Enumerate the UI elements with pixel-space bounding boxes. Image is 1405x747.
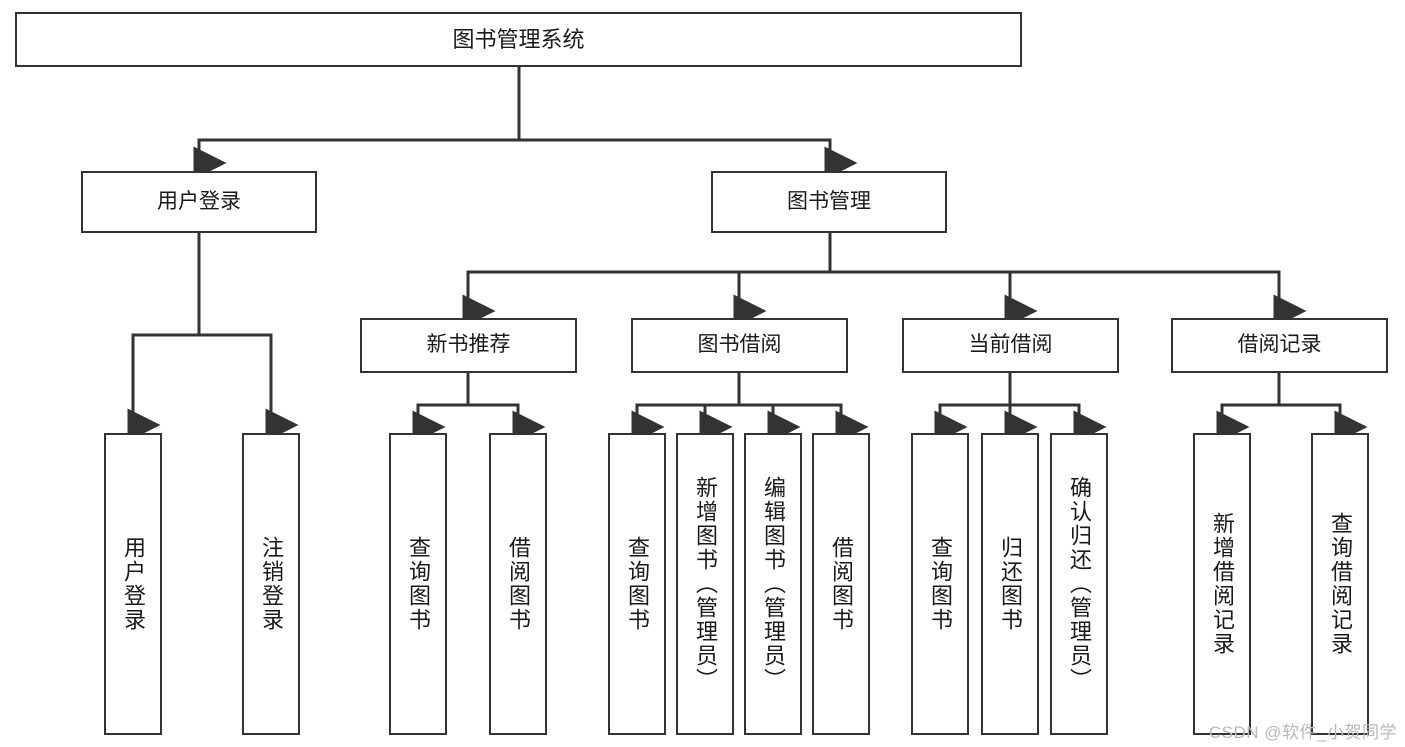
node-label: 新增图书（管理员） [692, 476, 718, 692]
leaf-confirm-return-admin[interactable]: 确认归还（管理员） [1050, 433, 1108, 735]
node-label: 查询借阅记录 [1327, 512, 1353, 656]
node-user-login[interactable]: 用户登录 [81, 171, 317, 233]
node-label: 新书推荐 [426, 333, 511, 357]
node-label: 查询图书 [927, 536, 953, 632]
node-label: 归还图书 [997, 536, 1023, 632]
leaf-add-book-admin[interactable]: 新增图书（管理员） [676, 433, 734, 735]
node-label: 图书管理 [787, 189, 871, 213]
node-label: 借阅图书 [828, 536, 854, 632]
leaf-borrow-book-1[interactable]: 借阅图书 [489, 433, 547, 735]
node-label: 查询图书 [624, 536, 650, 632]
node-borrow-record[interactable]: 借阅记录 [1171, 318, 1388, 373]
node-label: 图书借阅 [697, 333, 782, 357]
node-book-borrow[interactable]: 图书借阅 [631, 318, 848, 373]
leaf-user-login[interactable]: 用户登录 [104, 433, 162, 735]
node-label: 查询图书 [405, 536, 431, 632]
leaf-add-borrow-record[interactable]: 新增借阅记录 [1193, 433, 1251, 735]
leaf-query-book-3[interactable]: 查询图书 [911, 433, 969, 735]
leaf-edit-book-admin[interactable]: 编辑图书（管理员） [744, 433, 802, 735]
node-label: 用户登录 [157, 189, 241, 213]
leaf-query-book-2[interactable]: 查询图书 [608, 433, 666, 735]
node-label: 注销登录 [258, 536, 284, 632]
node-new-book-recommend[interactable]: 新书推荐 [360, 318, 577, 373]
node-label: 编辑图书（管理员） [760, 476, 786, 692]
leaf-logout-login[interactable]: 注销登录 [242, 433, 300, 735]
leaf-return-book[interactable]: 归还图书 [981, 433, 1039, 735]
leaf-query-book-1[interactable]: 查询图书 [389, 433, 447, 735]
watermark: CSDN @软件_小贺同学 [1208, 723, 1397, 742]
node-label: 借阅图书 [505, 536, 531, 632]
node-label: 借阅记录 [1237, 333, 1322, 357]
node-label: 新增借阅记录 [1209, 512, 1235, 656]
node-book-management[interactable]: 图书管理 [711, 171, 947, 233]
node-label: 图书管理系统 [452, 26, 585, 52]
node-root-book-management-system[interactable]: 图书管理系统 [15, 12, 1022, 67]
node-current-borrow[interactable]: 当前借阅 [902, 318, 1119, 373]
node-label: 当前借阅 [968, 333, 1053, 357]
leaf-borrow-book-2[interactable]: 借阅图书 [812, 433, 870, 735]
node-label: 确认归还（管理员） [1066, 476, 1092, 692]
leaf-query-borrow-record[interactable]: 查询借阅记录 [1311, 433, 1369, 735]
node-label: 用户登录 [120, 536, 146, 632]
